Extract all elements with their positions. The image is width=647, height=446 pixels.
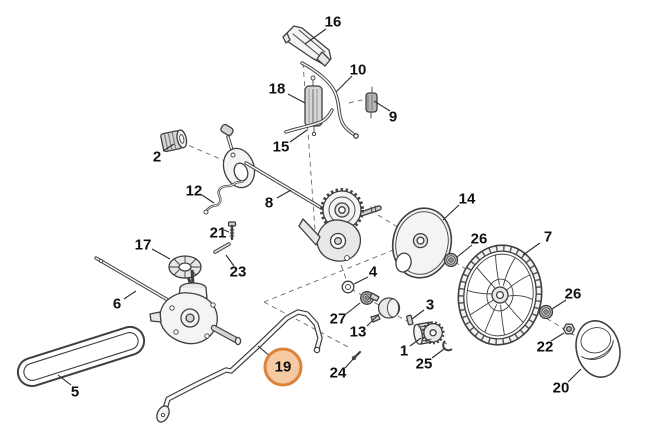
part-callout-5[interactable]: 5 [70,383,80,401]
part-1-pinion [413,321,445,345]
part-8-axle [244,161,337,218]
part-3-key [406,314,414,326]
mounting-plate [220,123,256,189]
part-13-ratchet [369,292,401,323]
part-callout-27[interactable]: 27 [329,310,347,328]
part-callout-2[interactable]: 2 [152,148,162,166]
part-25-clip [442,340,453,352]
part-12-wire [203,179,245,215]
part-10-rod [300,61,359,139]
part-callout-22[interactable]: 22 [536,338,554,356]
part-callout-7[interactable]: 7 [543,228,553,246]
part-23-pin [213,242,231,254]
part-26-bearing-left [443,252,459,268]
part-callout-9[interactable]: 9 [388,108,398,126]
part-20-hubcap [575,320,621,378]
part-callout-17[interactable]: 17 [134,236,152,254]
part-callout-3[interactable]: 3 [425,296,435,314]
part-callout-6[interactable]: 6 [112,295,122,313]
part-callout-26b[interactable]: 26 [564,285,582,303]
part-callout-19-highlighted[interactable]: 19 [263,347,303,387]
part-4-washer [341,280,355,294]
part-19-rod [156,309,323,423]
part-16-bracket [282,25,332,67]
part-2-coupler [160,129,188,153]
part-5-belt [16,325,146,388]
part-callout-16[interactable]: 16 [324,13,342,31]
part-21-screw [227,221,237,241]
part-9-spring [365,86,378,119]
gearbox [149,269,242,346]
part-callout-26a[interactable]: 26 [470,230,488,248]
part-18-damper [304,75,323,137]
part-callout-25[interactable]: 25 [415,355,433,373]
part-14-disc [391,207,453,279]
part-callout-13[interactable]: 13 [349,323,367,341]
leader-lines [57,28,582,386]
part-callout-1[interactable]: 1 [399,342,409,360]
part-callout-21[interactable]: 21 [209,224,227,242]
part-callout-10[interactable]: 10 [349,61,367,79]
part-callout-14[interactable]: 14 [458,190,476,208]
part-callout-20[interactable]: 20 [552,379,570,397]
part-callout-4[interactable]: 4 [368,263,378,281]
part-15-rod [284,108,334,134]
part-7-wheel [457,244,543,346]
part-callout-18[interactable]: 18 [268,80,286,98]
gear-assembly [298,188,382,262]
part-22-nut [562,323,576,335]
part-26-bearing-right [538,304,554,320]
part-callout-8[interactable]: 8 [264,194,274,212]
part-callout-23[interactable]: 23 [229,263,247,281]
part-callout-15[interactable]: 15 [272,138,290,156]
part-callout-24[interactable]: 24 [329,364,347,382]
part-callout-12[interactable]: 12 [185,182,203,200]
